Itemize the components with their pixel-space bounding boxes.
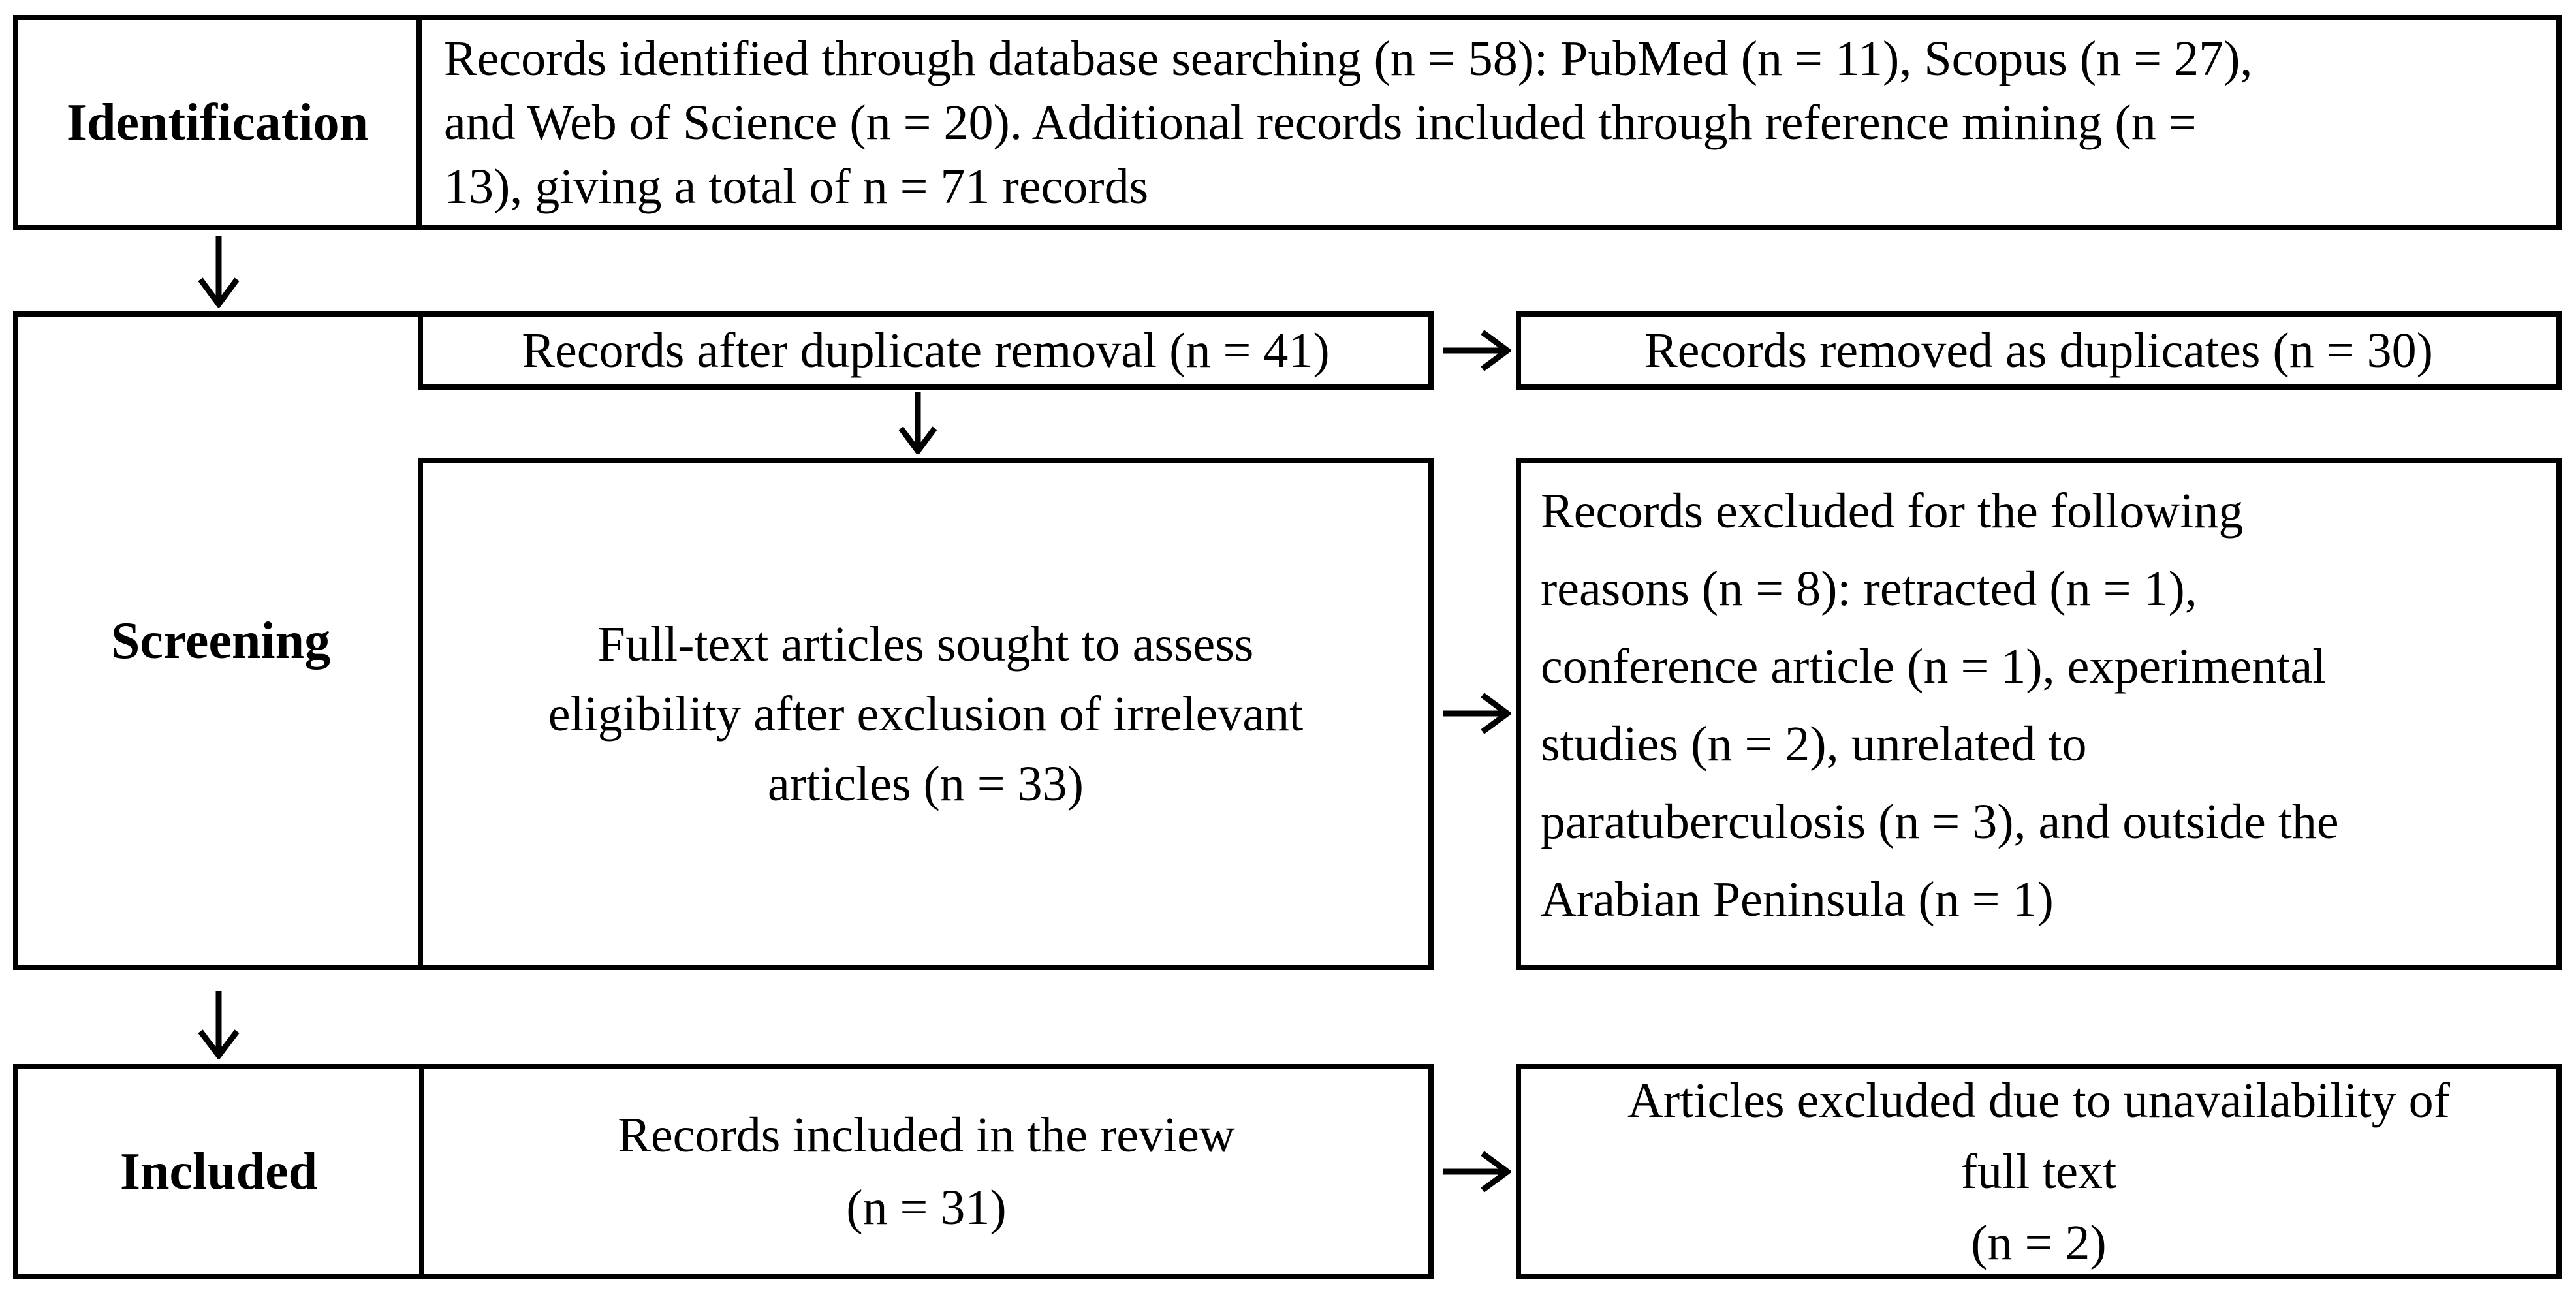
arrow-down-icon	[193, 991, 245, 1059]
duplicates-removed-text: Records removed as duplicates (n = 30)	[1644, 323, 2433, 378]
records-excluded-line: Arabian Peninsula (n = 1)	[1541, 872, 2054, 927]
records-excluded-line: paratuberculosis (n = 3), and outside th…	[1541, 794, 2339, 849]
records-excluded-line: Records excluded for the following	[1541, 484, 2244, 539]
records-included-box: Records included in the review (n = 31)	[419, 1064, 1434, 1279]
identification-records-line: 13), giving a total of n = 71 records	[444, 159, 1149, 214]
records-excluded-line: conference article (n = 1), experimental	[1541, 639, 2327, 694]
identification-stage-label: Identification	[66, 94, 369, 151]
identification-records-line: Records identified through database sear…	[444, 31, 2253, 86]
arrow-down-icon	[893, 392, 943, 454]
duplicate-removal-box: Records after duplicate removal (n = 41)	[418, 311, 1434, 390]
records-excluded-line: studies (n = 2), unrelated to	[1541, 717, 2087, 772]
fulltext-eligibility-line: Full-text articles sought to assess	[597, 616, 1254, 672]
records-excluded-line: reasons (n = 8): retracted (n = 1),	[1541, 561, 2197, 616]
fulltext-unavailable-box: Articles excluded due to unavailability …	[1516, 1064, 2562, 1279]
fulltext-eligibility-line: eligibility after exclusion of irrelevan…	[548, 686, 1304, 742]
records-included-line: (n = 31)	[846, 1180, 1007, 1235]
records-excluded-box: Records excluded for the following reaso…	[1516, 458, 2562, 970]
screening-stage-label: Screening	[110, 612, 331, 670]
duplicate-removal-text: Records after duplicate removal (n = 41)	[522, 323, 1330, 378]
duplicates-removed-box: Records removed as duplicates (n = 30)	[1516, 311, 2562, 390]
identification-records-line: and Web of Science (n = 20). Additional …	[444, 95, 2197, 150]
arrow-down-icon	[193, 236, 245, 308]
fulltext-unavailable-line: Articles excluded due to unavailability …	[1627, 1072, 2450, 1128]
fulltext-unavailable-line: (n = 2)	[1971, 1215, 2107, 1270]
identification-stage-cell: Identification	[13, 15, 422, 230]
included-stage-cell: Included	[13, 1064, 424, 1279]
screening-stage-cell: Screening	[13, 311, 423, 970]
arrow-right-icon	[1443, 324, 1511, 377]
fulltext-unavailable-line: full text	[1960, 1144, 2117, 1199]
identification-records-box: Records identified through database sear…	[416, 15, 2562, 230]
fulltext-eligibility-line: articles (n = 33)	[768, 756, 1084, 811]
records-included-line: Records included in the review	[618, 1108, 1235, 1163]
included-stage-label: Included	[119, 1143, 318, 1200]
arrow-right-icon	[1443, 687, 1511, 740]
arrow-right-icon	[1443, 1146, 1511, 1198]
fulltext-eligibility-box: Full-text articles sought to assess elig…	[418, 458, 1434, 970]
